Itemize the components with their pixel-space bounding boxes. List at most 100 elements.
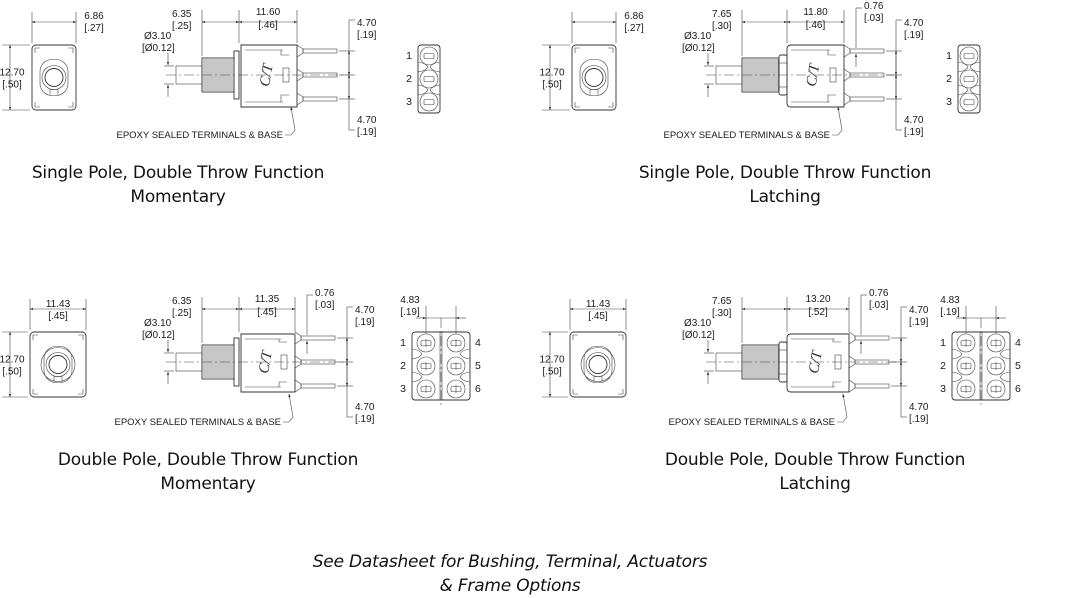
terminal-pocket xyxy=(280,50,289,56)
bushing-length-label: 7.65 xyxy=(712,296,732,307)
front-bushing-nut xyxy=(583,346,613,383)
note-leader xyxy=(837,393,848,423)
pin-offset-label: 0.76 xyxy=(864,1,884,12)
terminal-cone xyxy=(294,379,302,393)
pin-number: 1 xyxy=(400,337,406,349)
side-view: C/TØ3.10[Ø0.12]7.65[.30]11.80[.46]0.76[.… xyxy=(664,1,924,141)
terminal-pocket xyxy=(827,94,836,102)
front-bushing-outer xyxy=(581,65,607,90)
pole-pitch-label: 4.83 xyxy=(940,295,960,306)
spring-clip xyxy=(429,84,441,96)
terminal-circle xyxy=(416,379,436,399)
pitch-bottom-inch-label: [.19] xyxy=(357,127,377,138)
terminal-slot xyxy=(963,99,975,105)
caption-subtitle: Momentary xyxy=(130,187,226,207)
actuator-dia-label: Ø3.10 xyxy=(144,318,172,329)
front-bushing-nut xyxy=(39,59,69,96)
caption-title: Single Pole, Double Throw Function xyxy=(31,163,325,183)
note-leader xyxy=(285,106,296,136)
pitch-top-inch-label: [.19] xyxy=(357,30,377,41)
terminal-cone xyxy=(294,331,302,345)
front-key-slot xyxy=(589,89,599,95)
actuator-dia-label: Ø3.10 xyxy=(144,31,172,42)
terminal-pocket xyxy=(832,339,841,343)
panel-spdt-momentary: 6.86[.27]12.70[.50]C/TØ3.10[Ø0.12]6.35[.… xyxy=(0,7,441,141)
panel-spdt-latching: 6.86[.27]12.70[.50]C/TØ3.10[Ø0.12]7.65[.… xyxy=(539,1,981,141)
actuator-dia-inch-label: [Ø0.12] xyxy=(682,330,715,341)
pitch-top-label: 4.70 xyxy=(355,305,375,316)
pitch-bottom-inch-label: [.19] xyxy=(904,127,924,138)
pin-offset-inch-label: [.03] xyxy=(869,300,889,311)
epoxy-note: EPOXY SEALED TERMINALS & BASE xyxy=(664,130,831,141)
terminal-base xyxy=(957,44,981,114)
caption-spdt-momentary: Single Pole, Double Throw Function Momen… xyxy=(0,161,388,209)
brand-logo: C/T xyxy=(804,61,824,88)
front-frame xyxy=(571,44,617,111)
caption-spdt-latching: Single Pole, Double Throw Function Latch… xyxy=(575,161,995,209)
caption-subtitle: Momentary xyxy=(160,474,256,494)
terminal-pocket xyxy=(278,381,287,387)
front-bushing-nut xyxy=(579,59,609,96)
pitch-bottom-label: 4.70 xyxy=(355,402,375,413)
actuator-dia-label: Ø3.10 xyxy=(684,31,712,42)
pin-number: 1 xyxy=(406,50,412,62)
terminal-pin xyxy=(854,335,890,341)
height-inch-label: [.50] xyxy=(542,80,562,91)
body-length-inch-label: [.46] xyxy=(806,20,826,31)
front-corner-notches xyxy=(574,47,614,108)
panel-dpdt-latching: 11.43[.45]12.70[.50]C/TØ3.10[Ø0.12]7.65[… xyxy=(539,288,1021,428)
switch-body xyxy=(240,44,298,108)
terminal-circle xyxy=(446,356,466,376)
front-width-label: 11.43 xyxy=(46,299,71,310)
front-width-label: 6.86 xyxy=(84,11,104,22)
bushing-length-inch-label: [.30] xyxy=(712,21,732,32)
height-inch-label: [.50] xyxy=(542,367,562,378)
front-actuator xyxy=(44,68,64,87)
height-label: 12.70 xyxy=(539,68,564,79)
pitch-top-label: 4.70 xyxy=(909,305,929,316)
terminal-slot xyxy=(963,76,975,82)
terminal-pin xyxy=(849,96,885,102)
height-label: 12.70 xyxy=(0,355,25,366)
actuator-dia-label: Ø3.10 xyxy=(684,318,712,329)
pitch-top-label: 4.70 xyxy=(904,18,924,29)
terminal-pin xyxy=(300,335,336,341)
pitch-top-inch-label: [.19] xyxy=(904,30,924,41)
terminal-pin xyxy=(849,48,885,54)
terminal-circle xyxy=(956,356,976,376)
pitch-top-label: 4.70 xyxy=(357,18,377,29)
spring-clip xyxy=(459,348,471,360)
brand-logo: C/T xyxy=(257,61,277,88)
pole-pitch-inch-label: [.19] xyxy=(940,307,960,318)
footer-line-1: See Datasheet for Bushing, Terminal, Act… xyxy=(312,552,708,572)
pin-offset-inch-label: [.03] xyxy=(315,300,335,311)
terminal-pin xyxy=(302,96,338,102)
terminal-cone xyxy=(296,44,304,58)
pole-pitch-label: 4.83 xyxy=(400,295,420,306)
front-width-inch-label: [.27] xyxy=(624,23,644,34)
terminal-cone xyxy=(843,92,851,106)
switch-body xyxy=(786,44,845,108)
pin-number: 3 xyxy=(406,96,412,108)
terminal-pin xyxy=(302,48,338,54)
switch-body xyxy=(786,333,850,393)
note-leader xyxy=(832,106,843,136)
terminal-circle xyxy=(959,92,979,112)
front-width-inch-label: [.45] xyxy=(48,311,68,322)
front-bushing-nut xyxy=(43,346,73,383)
terminal-cone xyxy=(848,379,856,393)
terminal-pin xyxy=(300,383,336,389)
body-length-label: 11.35 xyxy=(255,294,280,305)
terminal-slot xyxy=(423,76,435,82)
terminal-circle xyxy=(986,379,1006,399)
terminal-circle xyxy=(416,356,436,376)
pin-number: 5 xyxy=(1015,360,1021,372)
spring-clip xyxy=(969,84,981,96)
pin-number: 5 xyxy=(475,360,481,372)
terminal-circle xyxy=(419,46,439,66)
terminal-circle xyxy=(446,379,466,399)
terminal-pocket xyxy=(827,50,836,56)
bushing-length-inch-label: [.30] xyxy=(712,308,732,319)
spring-clip xyxy=(411,371,423,383)
